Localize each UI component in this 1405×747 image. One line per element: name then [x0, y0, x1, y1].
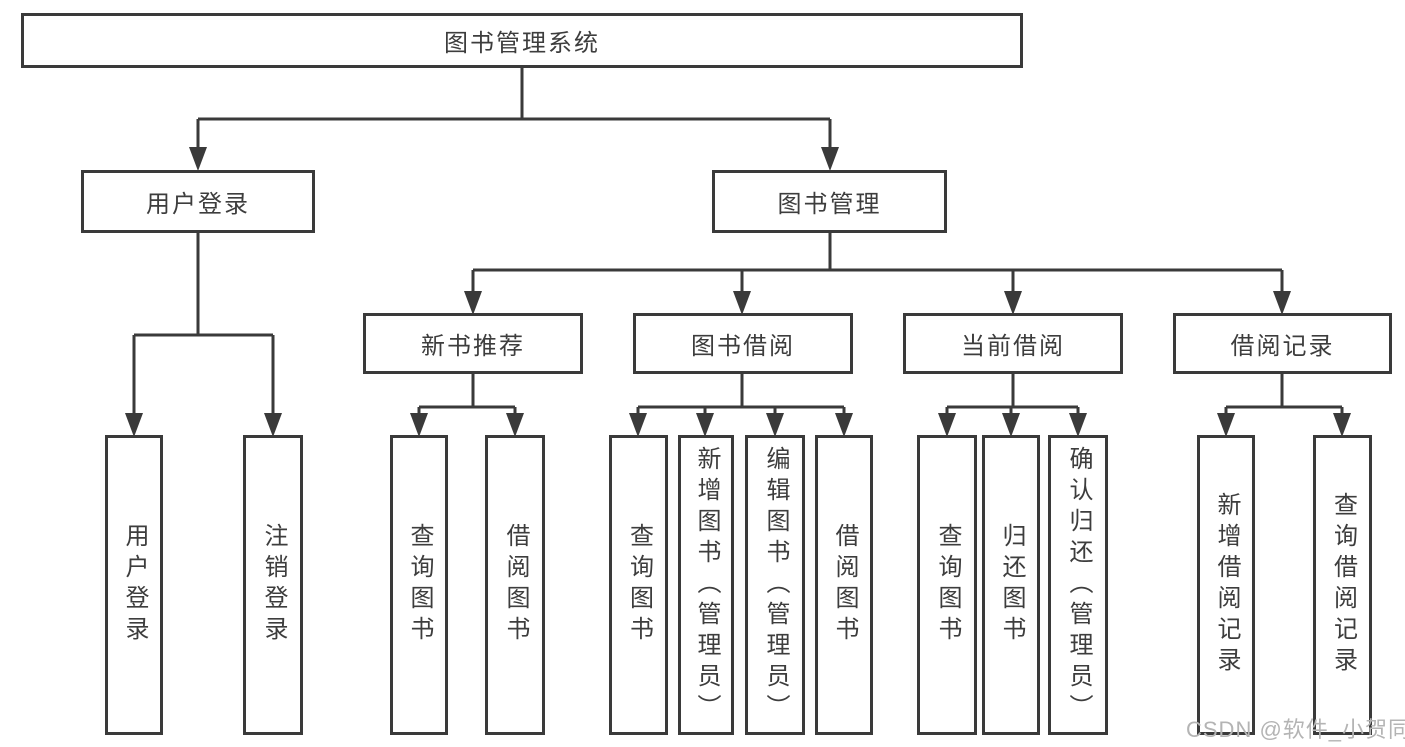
node-user-login-action: 用户登录	[105, 435, 163, 735]
node-confirm-return-admin: 确认归还（管理员）	[1048, 435, 1108, 735]
node-logout-action: 注销登录	[243, 435, 303, 735]
node-return-books: 归还图书	[982, 435, 1040, 735]
node-label: 新增图书（管理员）	[693, 445, 720, 725]
node-query-books-current: 查询图书	[917, 435, 977, 735]
node-new-book-recommend: 新书推荐	[363, 313, 583, 374]
node-label: 查询图书	[934, 523, 961, 647]
node-label: 借阅图书	[831, 523, 858, 647]
arrowheads	[125, 147, 1351, 437]
node-label: 新增借阅记录	[1213, 492, 1240, 678]
node-label: 查询借阅记录	[1329, 492, 1357, 678]
node-add-books-admin: 新增图书（管理员）	[678, 435, 734, 735]
csdn-watermark: CSDN @软件_小贺同学	[1186, 717, 1405, 742]
node-book-borrowing: 图书借阅	[633, 313, 853, 374]
node-label: 确认归还（管理员）	[1065, 445, 1092, 725]
node-add-borrow-record: 新增借阅记录	[1197, 435, 1255, 735]
node-label: 注销登录	[260, 523, 287, 647]
node-current-borrowing: 当前借阅	[903, 313, 1123, 374]
node-label: 归还图书	[998, 523, 1025, 647]
node-label: 查询图书	[625, 523, 653, 647]
node-query-books-recommend: 查询图书	[390, 435, 448, 735]
node-user-login: 用户登录	[81, 170, 315, 233]
node-book-management: 图书管理	[712, 170, 947, 233]
node-borrow-books-borrowing: 借阅图书	[815, 435, 873, 735]
node-query-books-borrowing: 查询图书	[609, 435, 668, 735]
node-label: 用户登录	[121, 523, 148, 647]
node-label: 借阅图书	[502, 523, 529, 647]
node-borrowing-records: 借阅记录	[1173, 313, 1392, 374]
node-edit-books-admin: 编辑图书（管理员）	[745, 435, 805, 735]
node-label: 编辑图书（管理员）	[762, 445, 789, 725]
node-label: 查询图书	[406, 523, 433, 647]
node-query-borrow-record: 查询借阅记录	[1313, 435, 1372, 735]
node-root: 图书管理系统	[21, 13, 1023, 68]
node-borrow-books-recommend: 借阅图书	[485, 435, 545, 735]
